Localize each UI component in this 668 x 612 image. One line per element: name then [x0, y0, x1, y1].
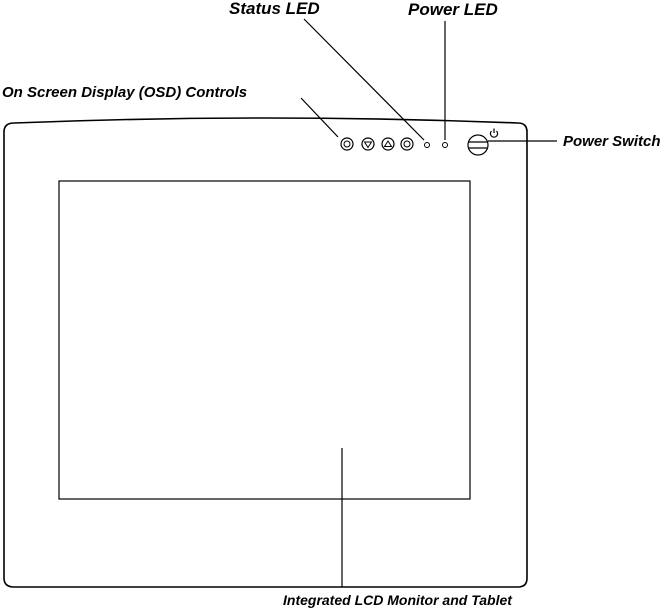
- up-icon: [383, 140, 393, 147]
- osd-button-4[interactable]: [400, 137, 414, 151]
- osd-button-2[interactable]: [361, 137, 375, 151]
- status-led-label: Status LED: [229, 0, 320, 18]
- lcd-screen: [58, 180, 471, 500]
- down-icon: [363, 141, 373, 149]
- power-led-label: Power LED: [408, 0, 498, 19]
- lcd-monitor-label: Integrated LCD Monitor and Tablet: [283, 592, 513, 608]
- power-icon: [489, 128, 499, 138]
- power-switch-label: Power Switch: [563, 133, 661, 150]
- osd-button-3[interactable]: [381, 137, 395, 151]
- status-led-leader: [303, 18, 425, 141]
- select-icon: [403, 140, 411, 148]
- status-led: [424, 142, 430, 148]
- osd-controls-leader: [300, 97, 339, 138]
- power-switch[interactable]: [467, 134, 489, 156]
- osd-controls-label: On Screen Display (OSD) Controls: [2, 84, 247, 101]
- osd-button-1[interactable]: [340, 137, 354, 151]
- power-led: [442, 142, 448, 148]
- select-icon: [343, 140, 351, 148]
